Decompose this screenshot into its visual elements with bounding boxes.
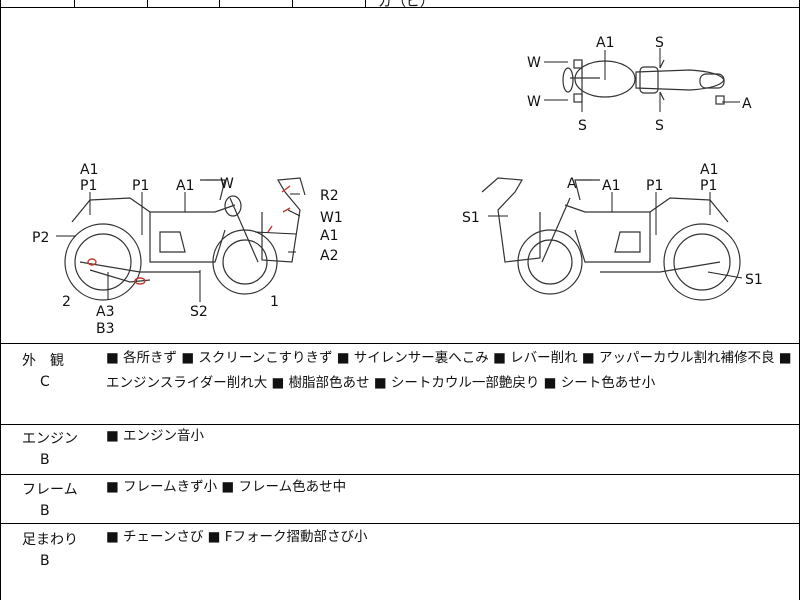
category-name: フレーム [22, 482, 78, 498]
left-label: 1 [270, 294, 279, 310]
category-name: 足まわり [22, 532, 78, 548]
right-label: S1 [745, 272, 763, 288]
right-label: P1 [700, 178, 717, 194]
damage-marks [87, 185, 291, 285]
header-divider [219, 0, 220, 8]
left-label: P1 [80, 178, 97, 194]
top-view-motorcycle [562, 59, 725, 105]
top-label: A [742, 96, 752, 112]
section-divider [0, 474, 800, 475]
category-name: 外 観 [22, 353, 64, 369]
top-border [0, 7, 800, 8]
grade-value: C [40, 374, 50, 390]
left-label: P2 [32, 230, 49, 246]
top-label: S [578, 118, 587, 134]
left-label: A2 [320, 248, 338, 264]
left-label: A1 [320, 228, 338, 244]
section-divider [0, 523, 800, 524]
condition-notes: ■ フレームきず小 ■ フレーム色あせ中 [106, 479, 347, 495]
section-engine-text: ■ エンジン音小 [106, 424, 800, 449]
left-label: R2 [320, 188, 339, 204]
left-border [0, 0, 1, 600]
grade-value: B [40, 553, 50, 569]
top-label: S [655, 118, 664, 134]
right-label: A [567, 176, 577, 192]
left-label: S2 [190, 304, 208, 320]
top-view-labels: A1 S W W S S A [527, 35, 752, 134]
section-frame-text: ■ フレームきず小 ■ フレーム色あせ中 [106, 475, 800, 500]
left-view-labels: A1 P1 P1 A1 W R2 W1 A1 A2 P2 2 A3 B3 S2 … [32, 162, 343, 337]
left-label: A3 [96, 304, 114, 320]
leader-lines [56, 48, 743, 302]
section-divider [0, 424, 800, 425]
top-label: A1 [596, 35, 614, 51]
right-view-labels: A A1 P1 A1 P1 S1 S1 [462, 162, 763, 288]
left-label: A1 [176, 178, 194, 194]
diagram-svg: A1 S W W S S A A1 P1 P1 A1 W R2 W1 A1 A2… [32, 35, 763, 337]
top-label: W [527, 55, 541, 71]
header-divider [292, 0, 293, 8]
section-divider [0, 343, 800, 344]
section-suspension-text: ■ チェーンさび ■ Fフォーク摺動部さび小 [106, 525, 800, 550]
right-label: A1 [700, 162, 718, 178]
right-label: A1 [602, 178, 620, 194]
left-label: P1 [132, 178, 149, 194]
right-side-motorcycle [481, 177, 741, 301]
category-name: エンジン [22, 431, 78, 447]
condition-notes: ■ 各所きず ■ スクリーンこすりきず ■ サイレンサー裏へこみ ■ レバー削れ… [106, 350, 792, 391]
condition-notes: ■ エンジン音小 [106, 428, 205, 444]
top-label: S [655, 35, 664, 51]
header-divider [147, 0, 148, 8]
condition-notes: ■ チェーンさび ■ Fフォーク摺動部さび小 [106, 529, 368, 545]
grade-value: B [40, 452, 50, 468]
section-appearance-text: ■ 各所きず ■ スクリーンこすりきず ■ サイレンサー裏へこみ ■ レバー削れ… [106, 346, 800, 396]
right-label: S1 [462, 210, 480, 226]
motorcycle-damage-diagram: A1 S W W S S A A1 P1 P1 A1 W R2 W1 A1 A2… [0, 8, 800, 344]
left-label: 2 [62, 294, 71, 310]
top-cell-text: ガ（ピ） [378, 0, 434, 10]
header-divider [365, 0, 366, 8]
left-label: A1 [80, 162, 98, 178]
left-label: W1 [320, 210, 343, 226]
grade-value: B [40, 503, 50, 519]
right-label: P1 [646, 178, 663, 194]
left-label: B3 [96, 321, 115, 337]
top-label: W [527, 94, 541, 110]
header-divider [74, 0, 75, 8]
left-label: W [220, 176, 234, 192]
